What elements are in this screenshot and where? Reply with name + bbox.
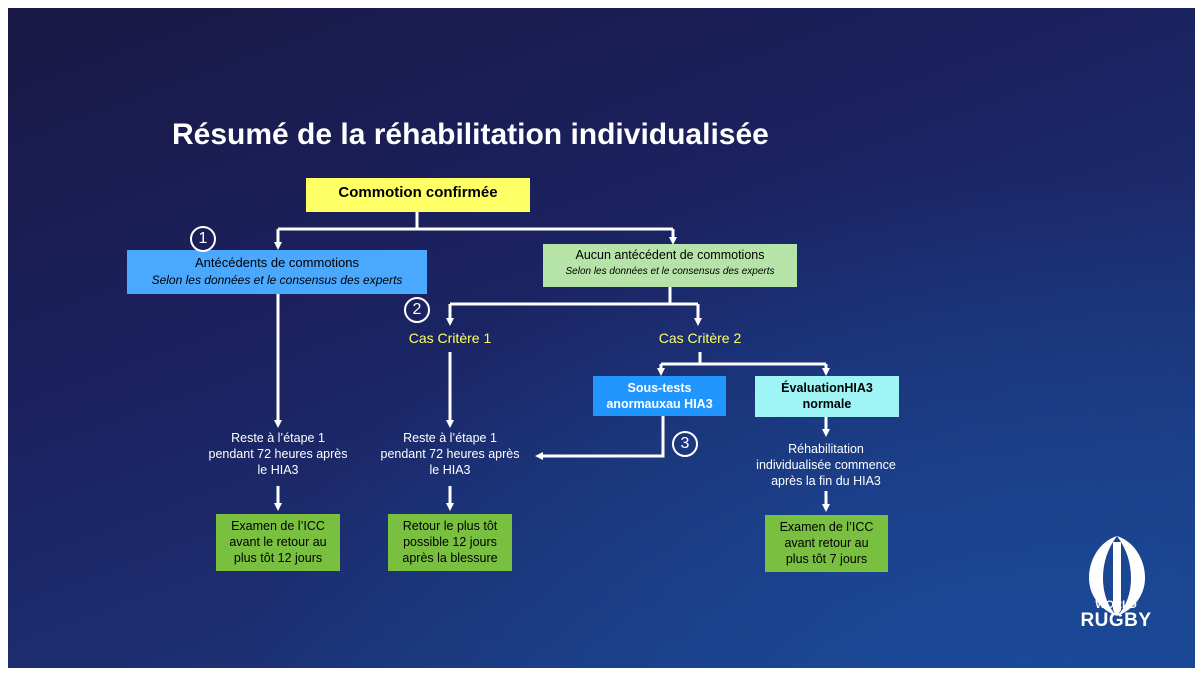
step-marker-1: 1 [190, 226, 216, 252]
outcome1-line3: plus tôt 12 jours [233, 551, 323, 565]
node-abnormal-subtests: Sous-tests anormauxau HIA3 [593, 376, 726, 416]
note-stay1-line3: le HIA3 [257, 463, 299, 477]
connector-no-history [450, 287, 698, 306]
note-rehab-line1: Réhabilitation [788, 442, 864, 456]
node-normal-line2: normale [802, 397, 852, 411]
node-criterion-1: Cas Critère 1 [408, 330, 492, 346]
node-confirmed-concussion: Commotion confirmée [306, 178, 530, 212]
world-rugby-logo-icon [1089, 536, 1145, 616]
node-history-subtitle: Selon les données et le consensus des ex… [151, 273, 403, 287]
node-confirmed-label: Commotion confirmée [338, 184, 498, 201]
world-rugby-logo-text: WORLD RUGBY [1076, 599, 1156, 631]
note-stay1-line2: pendant 72 heures après [208, 447, 348, 461]
note-rehab-line3: après la fin du HIA3 [771, 474, 881, 488]
note-stay2-line3: le HIA3 [429, 463, 471, 477]
note-individual-rehab: Réhabilitation individualisée commence a… [736, 441, 916, 489]
outcome3-line2: avant retour au [784, 536, 869, 550]
outcome1-line2: avant le retour au [229, 535, 327, 549]
logo-word-world: WORLD [1095, 599, 1137, 611]
step-marker-2: 2 [404, 297, 430, 323]
node-abnormal-line1: Sous-tests [627, 381, 692, 395]
node-history: Antécédents de commotions Selon les donn… [127, 250, 427, 294]
node-no-history-title: Aucun antécédent de commotions [575, 248, 765, 262]
note-stay2-line2: pendant 72 heures après [380, 447, 520, 461]
logo-word-rugby: RUGBY [1080, 610, 1152, 631]
node-normal-evaluation: ÉvaluationHIA3 normale [755, 376, 899, 417]
outcome-icc-12-days: Examen de l’ICC avant le retour au plus … [216, 514, 340, 571]
slide-title: Résumé de la réhabilitation individualis… [172, 118, 769, 151]
arrow-abnormal-to-stay2 [535, 416, 665, 460]
outcome3-line3: plus tôt 7 jours [785, 552, 868, 566]
node-no-history-subtitle: Selon les données et le consensus des ex… [565, 266, 775, 277]
note-stay2-line1: Reste à l’étape 1 [403, 431, 497, 445]
outcome3-line1: Examen de l’ICC [779, 520, 874, 534]
node-no-history: Aucun antécédent de commotions Selon les… [543, 244, 797, 287]
outcome2-line3: après la blessure [402, 551, 498, 565]
step-marker-3: 3 [672, 431, 698, 457]
outcome-icc-7-days: Examen de l’ICC avant retour au plus tôt… [765, 515, 888, 572]
outcome2-line1: Retour le plus tôt [402, 519, 498, 533]
node-abnormal-line2: anormauxau HIA3 [606, 397, 713, 411]
node-normal-line1: ÉvaluationHIA3 [781, 381, 873, 395]
note-stay-stage1-criterion: Reste à l’étape 1 pendant 72 heures aprè… [370, 430, 530, 478]
slide-background [8, 8, 1195, 668]
note-stay1-line1: Reste à l’étape 1 [231, 431, 325, 445]
outcome1-line1: Examen de l’ICC [231, 519, 325, 533]
node-criterion-2: Cas Critère 2 [658, 330, 742, 346]
outcome2-line2: possible 12 jours [403, 535, 497, 549]
outcome-return-12-days: Retour le plus tôt possible 12 jours apr… [388, 514, 512, 571]
connector-criterion2 [661, 352, 826, 366]
note-rehab-line2: individualisée commence [756, 458, 896, 472]
node-history-title: Antécédents de commotions [194, 255, 360, 270]
note-stay-stage1-history: Reste à l’étape 1 pendant 72 heures aprè… [198, 430, 358, 478]
connector-confirmed [278, 212, 673, 231]
